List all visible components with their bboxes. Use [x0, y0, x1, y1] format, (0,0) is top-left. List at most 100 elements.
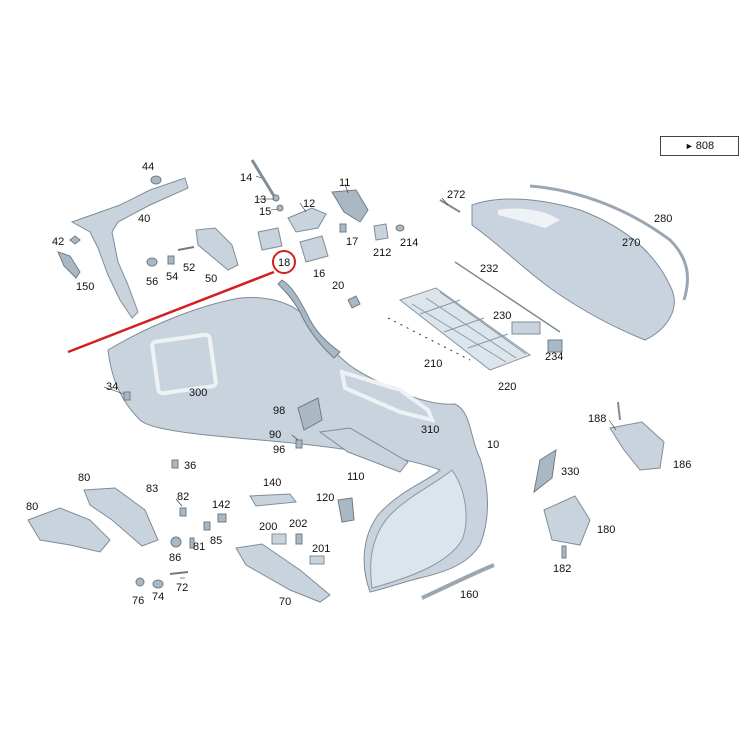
screw-81 [189, 537, 195, 549]
housing-180 [543, 495, 591, 546]
pin-272 [439, 199, 461, 213]
callout-210: 210 [424, 358, 442, 370]
spacer-210 [387, 317, 471, 361]
callout-232: 232 [480, 263, 498, 275]
callout-272: 272 [447, 189, 465, 201]
callout-15: 15 [259, 206, 271, 218]
clip-85 [203, 521, 211, 531]
callout-14: 14 [240, 172, 252, 184]
reference-label: 808 [695, 140, 715, 152]
callout-300: 300 [189, 387, 207, 399]
rod-14 [250, 159, 276, 197]
callout-40: 40 [138, 213, 150, 225]
callout-160: 160 [460, 589, 478, 601]
callout-280: 280 [654, 213, 672, 225]
diffuser-270 [471, 198, 675, 341]
bracket-70 [235, 543, 331, 603]
callout-44: 44 [142, 161, 154, 173]
part-214 [395, 224, 405, 232]
callout-80-left: 80 [26, 501, 38, 513]
callout-80-top: 80 [78, 472, 90, 484]
highlight-circle [272, 250, 296, 274]
grommet-86 [170, 536, 182, 548]
callout-142: 142 [212, 499, 230, 511]
clip-42 [69, 235, 81, 245]
callout-54: 54 [166, 271, 178, 283]
highlight-pointer-line [67, 270, 275, 354]
cover-11 [331, 189, 369, 223]
callout-17: 17 [346, 236, 358, 248]
callout-36: 36 [184, 460, 196, 472]
callout-20: 20 [332, 280, 344, 292]
callout-202: 202 [289, 518, 307, 530]
clip-96 [295, 439, 303, 449]
part-202 [295, 533, 303, 545]
callout-74: 74 [152, 591, 164, 603]
clip-15 [276, 204, 284, 212]
grille-bars [411, 291, 527, 363]
housing-16 [299, 235, 329, 263]
cutout-300 [150, 332, 218, 396]
callout-82: 82 [177, 491, 189, 503]
callout-18: 18 [278, 257, 290, 269]
callout-76: 76 [132, 595, 144, 607]
callout-86: 86 [169, 552, 181, 564]
bracket-150 [57, 251, 81, 279]
part-20 [347, 295, 361, 309]
callout-81: 81 [193, 541, 205, 553]
arrow-right-icon: ► [684, 141, 694, 151]
callout-186: 186 [673, 459, 691, 471]
clip-34 [123, 391, 131, 401]
part-201 [309, 555, 325, 565]
trim-strip-280 [529, 184, 689, 301]
callout-310: 310 [421, 424, 439, 436]
bracket-120 [337, 497, 355, 523]
callout-12: 12 [303, 198, 315, 210]
callout-182: 182 [553, 563, 571, 575]
callout-85: 85 [210, 535, 222, 547]
clip-13 [272, 194, 280, 202]
bracket-80-left [27, 507, 111, 553]
grommet-76 [135, 577, 145, 587]
clip-17 [339, 223, 347, 233]
grommet-56 [146, 257, 158, 267]
callout-188: 188 [588, 413, 606, 425]
sensor-234 [547, 339, 563, 353]
callout-200: 200 [259, 521, 277, 533]
callout-90: 90 [269, 429, 281, 441]
callout-34: 34 [106, 381, 118, 393]
callout-212: 212 [373, 247, 391, 259]
trim-strip-160 [421, 563, 495, 600]
bumper-inner-face [370, 469, 467, 589]
bracket-140 [249, 493, 297, 507]
callout-83: 83 [146, 483, 158, 495]
callout-11: 11 [339, 177, 350, 189]
bracket-98 [297, 397, 323, 431]
callout-214: 214 [400, 237, 418, 249]
callout-42: 42 [52, 236, 64, 248]
reference-box: ► 808 [660, 136, 739, 156]
callout-150: 150 [76, 281, 94, 293]
callout-230: 230 [493, 310, 511, 322]
callout-140: 140 [263, 477, 281, 489]
callout-220: 220 [498, 381, 516, 393]
callout-180: 180 [597, 524, 615, 536]
callout-110: 110 [347, 471, 365, 483]
clip-36 [171, 459, 179, 469]
callout-70: 70 [279, 596, 291, 608]
callout-13: 13 [254, 194, 266, 206]
bracket-50 [195, 227, 239, 271]
callout-56: 56 [146, 276, 158, 288]
part-212 [373, 223, 389, 241]
callout-330: 330 [561, 466, 579, 478]
side-bracket-40 [70, 177, 189, 319]
screw-72 [169, 571, 189, 575]
cutout-310 [339, 369, 436, 423]
diffuser-cutout [498, 208, 560, 228]
clip-142 [217, 513, 227, 523]
module-200 [271, 533, 287, 545]
callout-10: 10 [487, 439, 499, 451]
clip-82 [179, 507, 187, 517]
callout-72: 72 [176, 582, 188, 594]
